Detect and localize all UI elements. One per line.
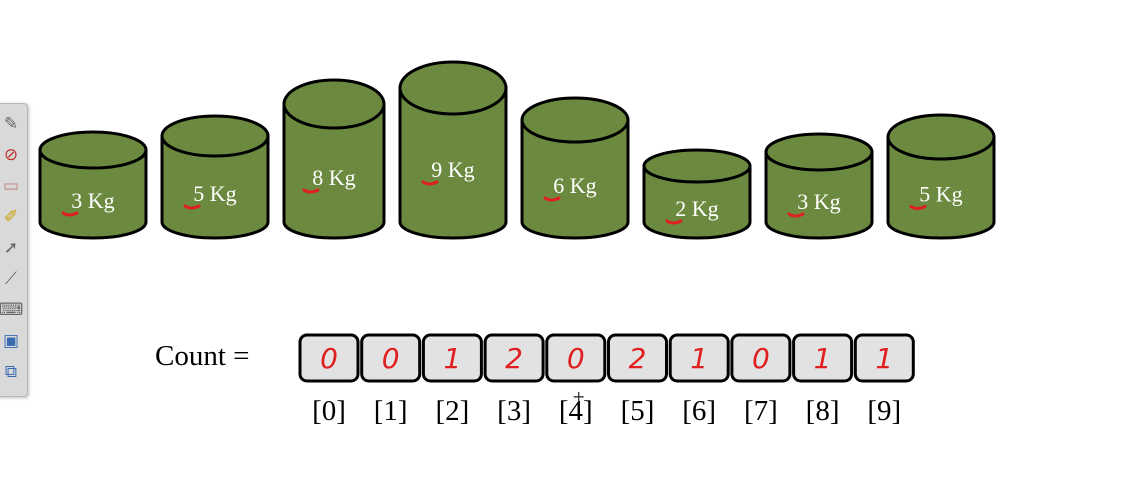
count-cell-value: 1 xyxy=(443,342,461,375)
red-underline-mark xyxy=(543,196,561,202)
container-weight-label: 2 Kg xyxy=(675,196,718,221)
container-body xyxy=(886,135,996,240)
index-label: [3] xyxy=(497,395,531,427)
red-underline-mark xyxy=(665,219,683,225)
weight-container: 3 Kg xyxy=(764,132,874,240)
container-body xyxy=(398,86,508,240)
count-cell-value: 1 xyxy=(814,342,832,375)
weight-container: 9 Kg xyxy=(398,60,508,240)
laser-pen-icon[interactable]: ⟋ xyxy=(5,269,17,289)
index-label: [6] xyxy=(682,395,717,427)
count-cell-value: 2 xyxy=(505,342,523,375)
count-cell: 0 xyxy=(298,333,360,383)
index-label: [4] xyxy=(558,395,593,427)
container-weight-label: 5 Kg xyxy=(919,182,962,207)
container-lid xyxy=(398,60,508,116)
container-lid xyxy=(282,78,386,130)
count-cell-value: 2 xyxy=(629,342,647,375)
container-body xyxy=(160,134,270,240)
red-underline-mark xyxy=(61,211,79,217)
highlighter-icon[interactable]: ✐ xyxy=(3,207,19,227)
red-underline-mark xyxy=(183,204,201,210)
pointer-icon[interactable]: ➚ xyxy=(3,238,19,258)
weight-container: 5 Kg xyxy=(160,114,270,240)
count-cell-value: 0 xyxy=(567,342,585,375)
count-cell: 1 xyxy=(792,333,854,383)
count-cell: 1 xyxy=(668,333,730,383)
count-cell-value: 0 xyxy=(752,342,770,375)
count-cell: 0 xyxy=(360,333,422,383)
count-cell: 1 xyxy=(421,333,483,383)
count-cell-box xyxy=(483,333,545,383)
count-cell-value: 1 xyxy=(690,342,708,375)
container-weight-label: 3 Kg xyxy=(71,188,114,213)
container-lid xyxy=(764,132,874,172)
weight-container: 8 Kg xyxy=(282,78,386,240)
count-cell: 1 xyxy=(853,333,915,383)
container-body xyxy=(642,164,752,240)
index-label: [9] xyxy=(867,395,902,427)
container-weight-label: 3 Kg xyxy=(797,189,840,214)
weight-container: 2 Kg xyxy=(642,148,752,240)
index-label: [5] xyxy=(620,395,655,427)
container-body xyxy=(282,102,386,240)
container-weight-label: 8 Kg xyxy=(312,165,355,190)
annotation-toolbar: ✎ ⊘ ▭ ✐ ➚ ⟋ ⌨ ▣ ⧉ xyxy=(0,103,28,397)
count-cell-value: 1 xyxy=(875,342,893,375)
count-cell-value: 0 xyxy=(382,342,400,375)
count-cell-box xyxy=(360,333,422,383)
pencil-icon[interactable]: ✎ xyxy=(3,114,19,134)
red-underline-mark xyxy=(302,188,320,194)
count-cell-box xyxy=(298,333,360,383)
count-cell-box xyxy=(421,333,483,383)
keyboard-icon[interactable]: ⌨ xyxy=(0,300,24,320)
index-label: [8] xyxy=(805,395,840,427)
container-weight-label: 5 Kg xyxy=(193,181,236,206)
container-lid xyxy=(886,113,996,161)
red-underline-mark xyxy=(909,205,927,210)
weight-container: 6 Kg xyxy=(520,96,630,240)
count-cell-box xyxy=(545,333,607,383)
container-lid xyxy=(38,130,148,170)
count-cell: 0 xyxy=(730,333,792,383)
index-label: [0] xyxy=(312,395,346,427)
index-label: [1] xyxy=(373,395,408,427)
red-underline-mark xyxy=(787,212,805,218)
index-label: [2] xyxy=(435,395,470,427)
count-label: Count = xyxy=(155,340,250,372)
eraser-pen-icon[interactable]: ⊘ xyxy=(3,145,19,165)
count-cell-value: 0 xyxy=(320,342,338,375)
eraser-icon[interactable]: ▭ xyxy=(2,176,20,196)
container-weight-label: 6 Kg xyxy=(553,173,596,198)
desktop-share-icon[interactable]: ⧉ xyxy=(4,362,18,382)
container-weight-label: 9 Kg xyxy=(431,157,474,182)
count-cell-box xyxy=(853,333,915,383)
container-lid xyxy=(520,96,630,144)
index-label: [7] xyxy=(743,395,778,427)
container-lid xyxy=(160,114,270,158)
container-lid xyxy=(642,148,752,184)
weight-container: 3 Kg xyxy=(38,130,148,240)
count-cell-box xyxy=(792,333,854,383)
count-cell-box xyxy=(730,333,792,383)
count-cell: 2 xyxy=(607,333,668,383)
crosshair-cursor-icon: + xyxy=(572,387,586,406)
count-cell: 2 xyxy=(483,333,545,383)
screen-icon[interactable]: ▣ xyxy=(2,331,20,351)
count-cell-box xyxy=(668,333,730,383)
count-cell-box xyxy=(607,333,668,383)
container-body xyxy=(520,118,630,240)
weight-container: 5 Kg xyxy=(886,113,996,240)
count-cell: 0 xyxy=(545,333,607,383)
red-underline-mark xyxy=(421,180,439,186)
